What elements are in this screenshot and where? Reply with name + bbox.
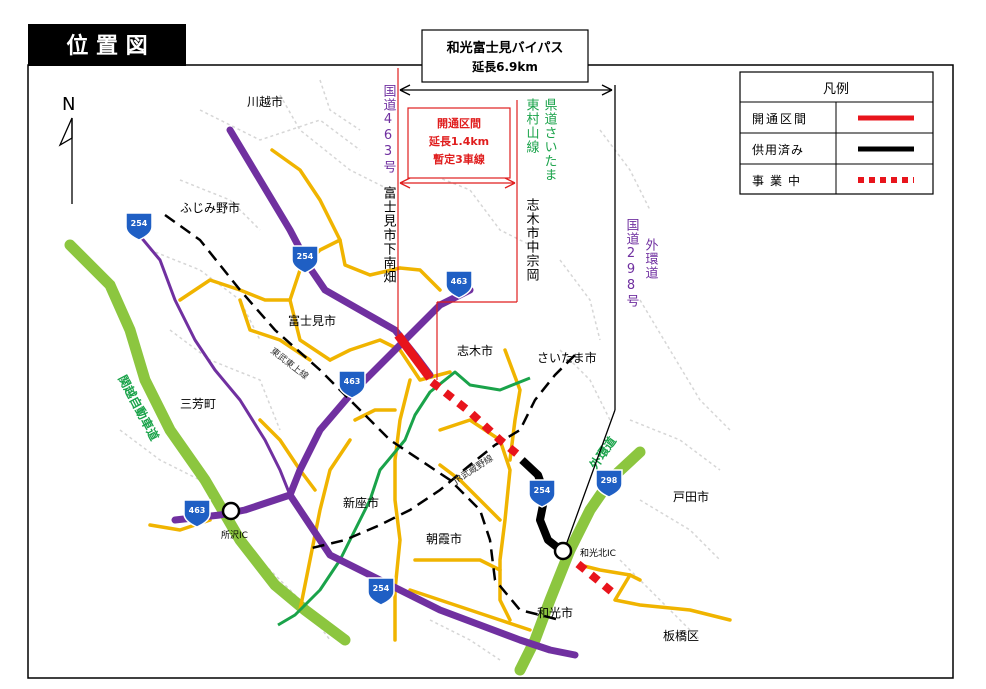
legend-title: 凡例 bbox=[823, 82, 849, 97]
wakokita-ic: 和光北IC bbox=[553, 541, 616, 561]
route-shield-number: 463 bbox=[189, 506, 206, 515]
route-254-shield-icon: 254 bbox=[528, 479, 556, 508]
route-shield-number: 463 bbox=[344, 377, 361, 386]
bypass-length: 延長6.9km bbox=[471, 59, 538, 74]
saitama-higashimurayama-road bbox=[277, 370, 531, 627]
place-asaka: 朝霞市 bbox=[426, 531, 462, 546]
place-fujimi: 富士見市 bbox=[288, 313, 336, 328]
route-shield-number: 254 bbox=[534, 486, 551, 495]
bypass-name: 和光富士見バイパス bbox=[447, 40, 564, 56]
place-fujimino: ふじみ野市 bbox=[180, 200, 240, 215]
place-kawagoe: 川越市 bbox=[247, 94, 283, 109]
north-label: N bbox=[62, 94, 75, 115]
route298-vertical-label: 国道298号 bbox=[624, 218, 640, 308]
legend-label-open: 開通区間 bbox=[752, 112, 808, 126]
prefectural-road-label-1: 県道さいたま bbox=[542, 98, 558, 182]
north-arrow: N bbox=[58, 94, 75, 204]
place-saitama: さいたま市 bbox=[537, 350, 597, 365]
railways bbox=[164, 213, 576, 622]
tokorozawa-ic: 所沢IC bbox=[221, 501, 248, 541]
route-shields: 254 254 463 463 463 254 254 298 bbox=[125, 212, 623, 606]
open-section-line bbox=[394, 332, 434, 381]
legend: 凡例 開通区間 供用済み 事業中 bbox=[739, 71, 934, 195]
place-wako: 和光市 bbox=[537, 605, 573, 620]
route-463-shield-icon: 463 bbox=[338, 370, 366, 399]
place-miyoshi: 三芳町 bbox=[180, 397, 216, 411]
open-section-box: 開通区間 延長1.4km 暫定3車線 bbox=[407, 107, 511, 179]
open-section-length: 延長1.4km bbox=[428, 134, 489, 148]
route-463-shield-icon: 463 bbox=[183, 499, 211, 528]
bypass-title-box: 和光富士見バイパス 延長6.9km bbox=[421, 29, 589, 83]
place-names: 川越市 ふじみ野市 富士見市 三芳町 志木市 さいたま市 新座市 朝霞市 和光市… bbox=[180, 94, 709, 643]
place-toda: 戸田市 bbox=[673, 489, 709, 504]
open-section-title: 開通区間 bbox=[437, 117, 481, 130]
route463-vertical-label: 国道463号 bbox=[381, 84, 397, 174]
route-463-shield-icon: 463 bbox=[445, 270, 473, 299]
prefectural-road-label-2: 東村山線 bbox=[524, 97, 540, 154]
wakokita-ic-label: 和光北IC bbox=[580, 547, 616, 559]
route-298-shield-icon: 298 bbox=[595, 469, 623, 498]
route-shield-number: 463 bbox=[451, 277, 468, 286]
header-label: 位 置 図 bbox=[66, 33, 147, 59]
place-niiza: 新座市 bbox=[343, 495, 379, 510]
bypass-extent bbox=[397, 68, 616, 549]
route-254-shield-icon: 254 bbox=[125, 212, 153, 241]
prefectural-roads bbox=[148, 148, 732, 642]
shiki-nakamuneoka-label: 志木市中宗岡 bbox=[524, 198, 540, 282]
place-itabashi: 板橋区 bbox=[663, 629, 699, 643]
route-shield-number: 254 bbox=[297, 252, 314, 261]
route-shield-number: 254 bbox=[373, 584, 390, 593]
route-254-shield-icon: 254 bbox=[367, 577, 395, 606]
header-tab: 位 置 図 bbox=[28, 24, 186, 66]
legend-label-construction: 事業中 bbox=[752, 173, 806, 188]
route-shield-number: 254 bbox=[131, 219, 148, 228]
legend-label-inservice: 供用済み bbox=[752, 142, 804, 157]
open-section-lanes: 暫定3車線 bbox=[433, 152, 485, 166]
tokorozawa-ic-label: 所沢IC bbox=[221, 529, 248, 541]
place-shiki: 志木市 bbox=[457, 343, 493, 358]
gaikan-vertical-label: 外環道 bbox=[643, 238, 659, 280]
under-construction-line bbox=[429, 378, 525, 462]
route-254-shield-icon: 254 bbox=[291, 245, 319, 274]
under-construction-line-2 bbox=[575, 560, 615, 596]
route-shield-number: 298 bbox=[601, 476, 618, 485]
fujimi-shimonanbata-label: 富士見市下南畑 bbox=[381, 185, 397, 284]
